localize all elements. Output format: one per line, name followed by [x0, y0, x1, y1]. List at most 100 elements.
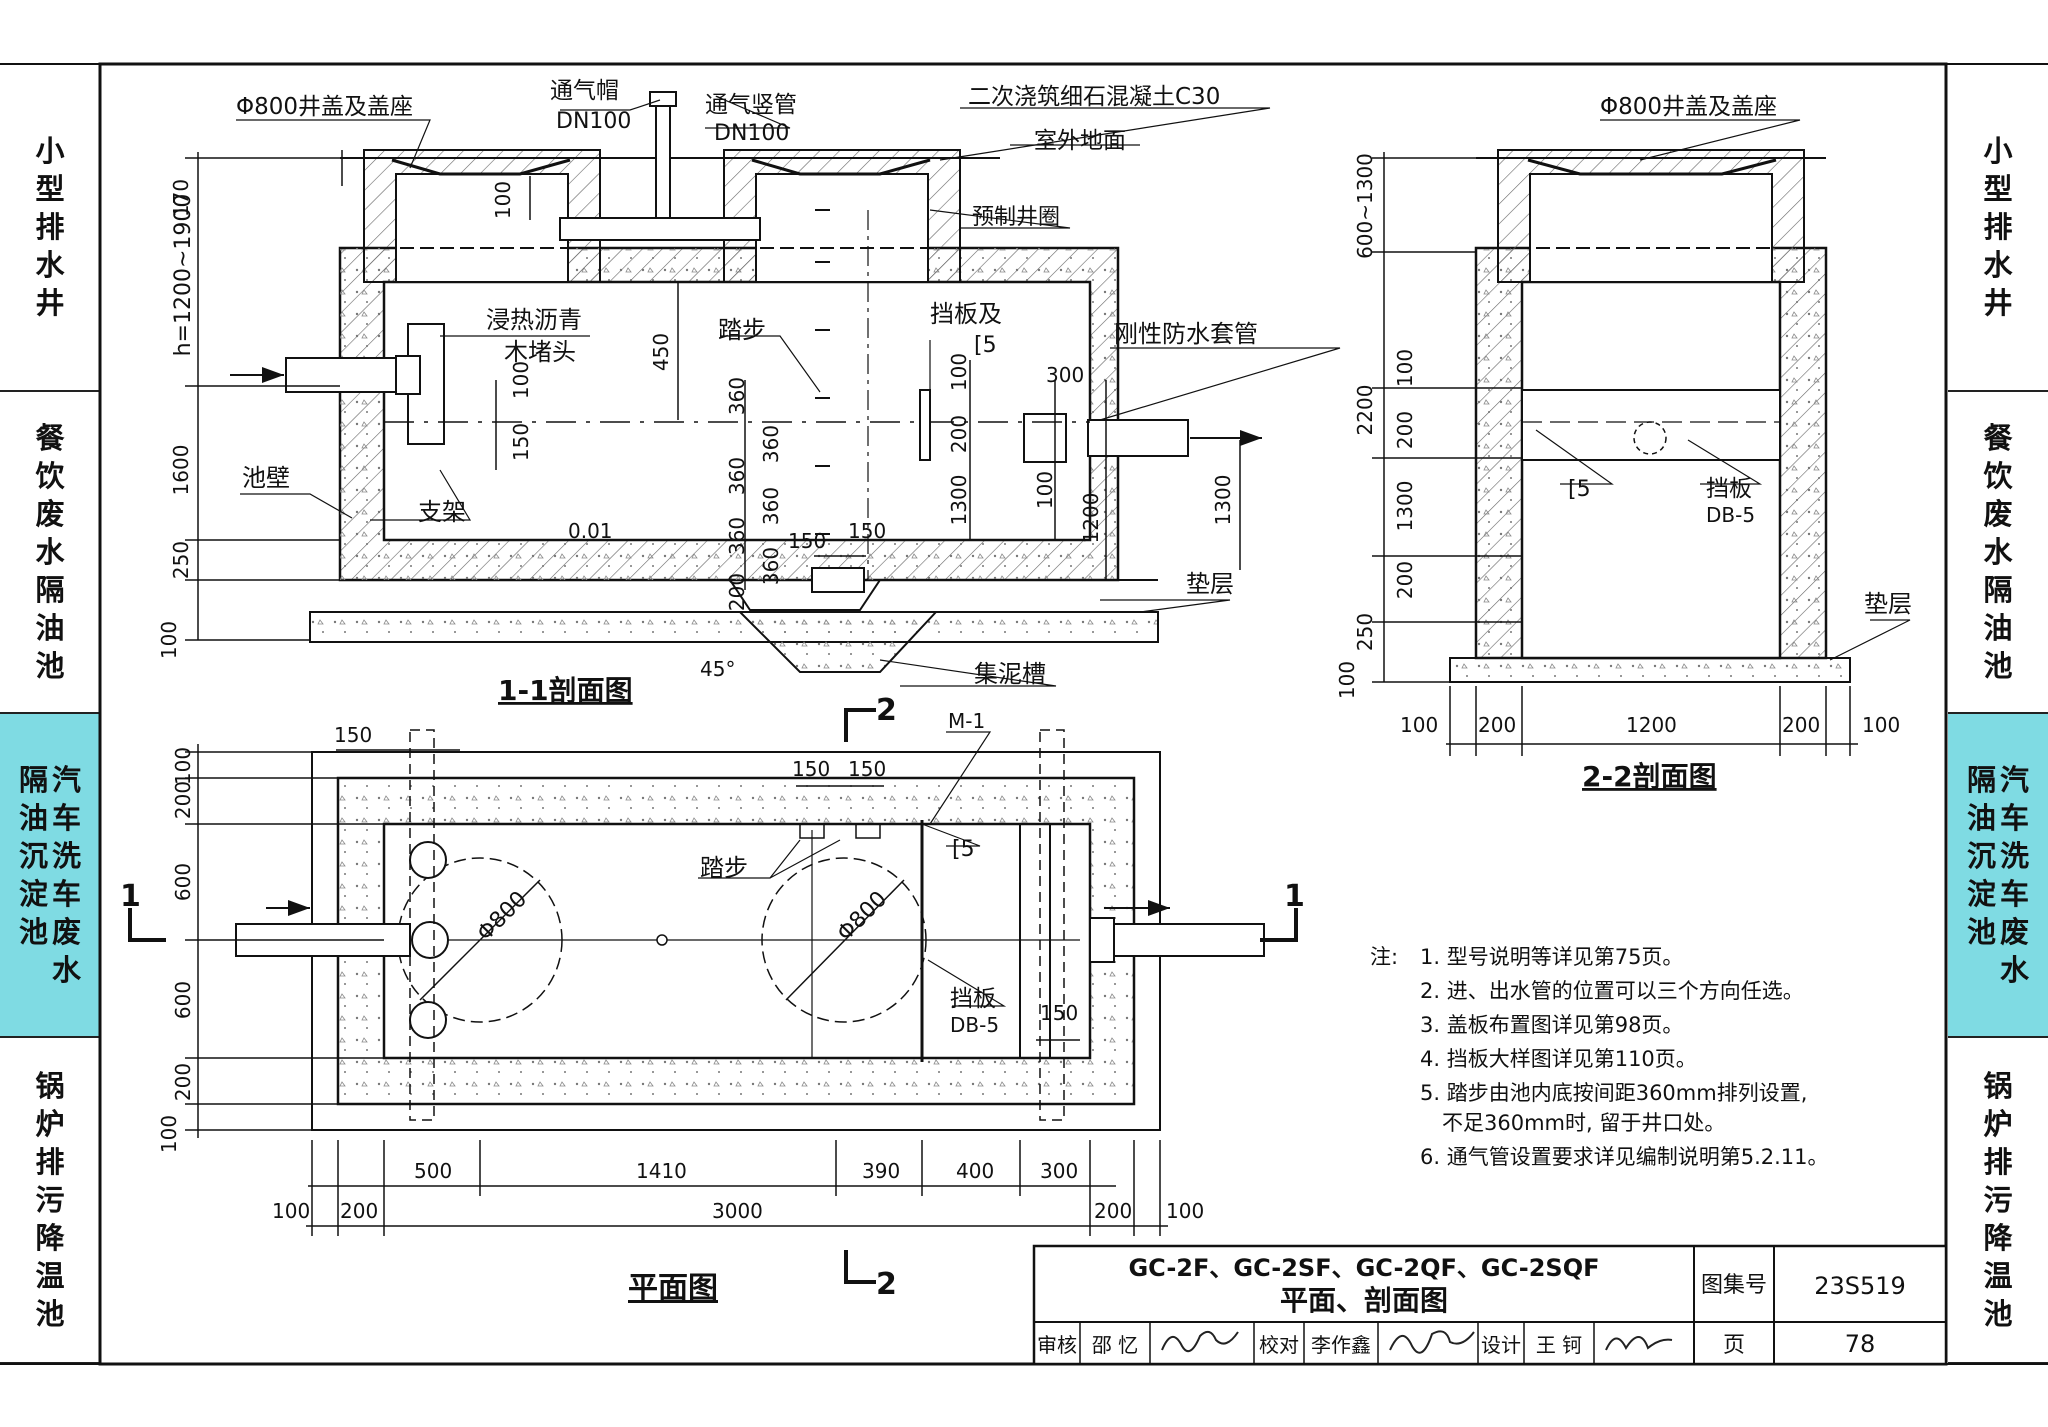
svg-text:150: 150: [848, 519, 886, 543]
sidebar-tab-label: 小型排水井: [35, 134, 65, 320]
svg-text:M-1: M-1: [948, 709, 985, 733]
svg-text:1300: 1300: [1211, 475, 1235, 526]
sidebar-tab-3[interactable]: 汽车洗车废水隔油沉淀池: [1948, 714, 2048, 1038]
svg-text:2-2剖面图: 2-2剖面图: [1582, 760, 1717, 793]
svg-text:100: 100: [1335, 661, 1359, 699]
svg-text:170: 170: [169, 179, 193, 217]
svg-text:100: 100: [157, 621, 181, 659]
svg-text:二次浇筑细石混凝土C30: 二次浇筑细石混凝土C30: [968, 84, 1220, 110]
svg-text:2. 进、出水管的位置可以三个方向任选。: 2. 进、出水管的位置可以三个方向任选。: [1420, 979, 1804, 1003]
svg-text:250: 250: [169, 541, 193, 579]
svg-text:600: 600: [171, 863, 195, 901]
svg-text:600~1300: 600~1300: [1353, 153, 1377, 259]
svg-text:垫层: 垫层: [1864, 590, 1912, 618]
svg-text:挡板: 挡板: [950, 986, 996, 1012]
svg-text:5. 踏步由池内底按间距360mm排列设置,: 5. 踏步由池内底按间距360mm排列设置,: [1420, 1081, 1807, 1105]
svg-text:100: 100: [947, 353, 971, 391]
svg-text:李作鑫: 李作鑫: [1311, 1333, 1371, 1357]
svg-text:100: 100: [1862, 713, 1900, 737]
svg-text:室外地面: 室外地面: [1034, 128, 1126, 154]
cushion-layer: [309, 611, 1159, 643]
sidebar-tab-1[interactable]: 小型排水井: [0, 64, 100, 392]
svg-text:150: 150: [1040, 1001, 1078, 1025]
sidebar-tab-label: 小型排水井: [1983, 134, 2013, 320]
svg-text:DB-5: DB-5: [1706, 503, 1755, 527]
svg-text:200: 200: [1478, 713, 1516, 737]
svg-text:1600: 1600: [169, 445, 193, 496]
svg-text:150: 150: [792, 757, 830, 781]
svg-text:平面、剖面图: 平面、剖面图: [1280, 1284, 1448, 1317]
signature-checker: [1389, 1330, 1475, 1354]
svg-text:1200: 1200: [1079, 493, 1103, 544]
svg-text:Φ800井盖及盖座: Φ800井盖及盖座: [1600, 94, 1777, 120]
svg-text:200: 200: [1782, 713, 1820, 737]
svg-text:360: 360: [759, 547, 783, 585]
sidebar-tab-2[interactable]: 餐饮废水隔油池: [1948, 392, 2048, 714]
sidebar-tab-label: 锅炉排污降温池: [35, 1069, 65, 1331]
svg-text:DB-5: DB-5: [950, 1013, 999, 1037]
svg-text:池壁: 池壁: [242, 464, 290, 492]
svg-text:200: 200: [1393, 411, 1417, 449]
svg-text:150: 150: [509, 423, 533, 461]
svg-text:360: 360: [725, 377, 749, 415]
svg-text:1. 型号说明等详见第75页。: 1. 型号说明等详见第75页。: [1420, 945, 1683, 969]
svg-text:100: 100: [1393, 349, 1417, 387]
svg-text:150: 150: [334, 723, 372, 747]
svg-text:150: 150: [788, 529, 826, 553]
svg-text:预制井圈: 预制井圈: [972, 205, 1060, 230]
svg-text:不足360mm时, 留于井口处。: 不足360mm时, 留于井口处。: [1442, 1111, 1725, 1135]
svg-text:45°: 45°: [700, 657, 735, 681]
svg-text:王 钶: 王 钶: [1536, 1333, 1582, 1357]
svg-text:GC-2F、GC-2SF、GC-2QF、GC-2SQF: GC-2F、GC-2SF、GC-2QF、GC-2SQF: [1128, 1254, 1599, 1282]
svg-text:图集号: 图集号: [1701, 1273, 1767, 1298]
svg-text:通气帽: 通气帽: [550, 78, 619, 104]
sidebar-tab-label: 隔油沉淀池: [18, 763, 48, 949]
svg-text:注:: 注:: [1370, 945, 1398, 969]
svg-text:360: 360: [725, 457, 749, 495]
svg-text:100: 100: [1033, 471, 1057, 509]
svg-text:360: 360: [725, 517, 749, 555]
svg-text:0.01: 0.01: [568, 519, 613, 543]
svg-text:360: 360: [759, 487, 783, 525]
svg-text:360: 360: [759, 425, 783, 463]
svg-text:垫层: 垫层: [1186, 570, 1234, 598]
svg-text:1: 1: [120, 879, 141, 914]
svg-text:3000: 3000: [712, 1199, 763, 1223]
svg-text:挡板及: 挡板及: [930, 300, 1002, 328]
sidebar-tab-4[interactable]: 锅炉排污降温池: [1948, 1038, 2048, 1364]
svg-text:200: 200: [725, 573, 749, 611]
sidebar-tab-1[interactable]: 小型排水井: [1948, 64, 2048, 392]
svg-text:集泥槽: 集泥槽: [974, 660, 1046, 688]
plan-view: [128, 708, 1298, 1284]
sidebar-tab-3[interactable]: 汽车洗车废水隔油沉淀池: [0, 714, 100, 1038]
section-1-1: [185, 91, 1341, 687]
section-2-2: [1372, 119, 1911, 756]
svg-text:250: 250: [1353, 613, 1377, 651]
svg-text:h=1200~1900: h=1200~1900: [171, 194, 196, 357]
svg-text:[5: [5: [974, 333, 997, 358]
svg-text:1200: 1200: [1626, 713, 1677, 737]
baffle-db5: [1521, 389, 1781, 461]
svg-text:平面图: 平面图: [628, 1271, 718, 1306]
svg-text:23S519: 23S519: [1814, 1272, 1906, 1300]
svg-text:[5: [5: [952, 837, 975, 862]
svg-text:页: 页: [1723, 1333, 1745, 1358]
svg-text:1410: 1410: [636, 1159, 687, 1183]
sidebar-tab-label: 锅炉排污降温池: [1983, 1069, 2013, 1331]
svg-text:3. 盖板布置图详见第98页。: 3. 盖板布置图详见第98页。: [1420, 1013, 1683, 1037]
sidebar-tab-4[interactable]: 锅炉排污降温池: [0, 1038, 100, 1364]
signature-reviewer: [1161, 1330, 1239, 1353]
svg-text:300: 300: [1040, 1159, 1078, 1183]
svg-text:2: 2: [876, 1267, 897, 1302]
svg-text:150: 150: [848, 757, 886, 781]
svg-text:1300: 1300: [947, 475, 971, 526]
svg-text:400: 400: [956, 1159, 994, 1183]
svg-text:78: 78: [1845, 1330, 1876, 1358]
sidebar-tab-2[interactable]: 餐饮废水隔油池: [0, 392, 100, 714]
svg-text:刚性防水套管: 刚性防水套管: [1114, 320, 1258, 348]
svg-text:[5: [5: [1568, 477, 1591, 502]
svg-text:1: 1: [1284, 879, 1305, 914]
svg-text:DN100: DN100: [714, 121, 789, 146]
title-block: GC-2F、GC-2SF、GC-2QF、GC-2SQF 平面、剖面图 图集号 2…: [1032, 1244, 1948, 1366]
sidebar-tab-label: 餐饮废水隔油池: [35, 421, 65, 683]
